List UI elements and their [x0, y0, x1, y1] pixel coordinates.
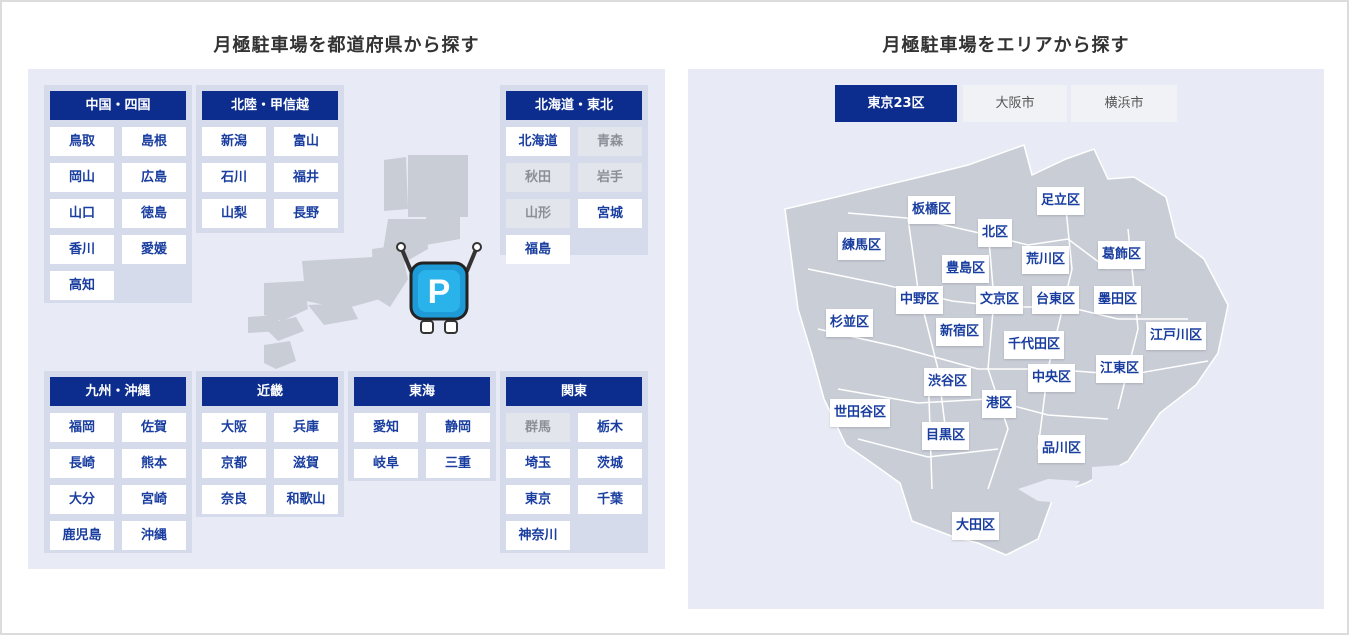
region-header[interactable]: 北海道・東北 — [506, 91, 642, 120]
prefecture-button[interactable]: 茨城 — [578, 449, 642, 478]
prefecture-button[interactable]: 宮崎 — [122, 485, 186, 514]
prefecture-button[interactable]: 兵庫 — [274, 413, 338, 442]
region-header[interactable]: 北陸・甲信越 — [202, 91, 338, 120]
prefecture-button[interactable]: 愛知 — [354, 413, 418, 442]
prefecture-button[interactable]: 徳島 — [122, 199, 186, 228]
prefecture-button[interactable]: 栃木 — [578, 413, 642, 442]
prefecture-button: 山形 — [506, 199, 570, 228]
prefecture-button[interactable]: 香川 — [50, 235, 114, 264]
ward-button[interactable]: 江東区 — [1096, 355, 1144, 383]
prefecture-button[interactable]: 三重 — [426, 449, 490, 478]
region-group: 関東群馬栃木埼玉茨城東京千葉神奈川 — [500, 371, 648, 553]
prefecture-button[interactable]: 広島 — [122, 163, 186, 192]
prefecture-button[interactable]: 島根 — [122, 127, 186, 156]
prefecture-button: 青森 — [578, 127, 642, 156]
prefecture-button[interactable]: 愛媛 — [122, 235, 186, 264]
region-group: 北海道・東北北海道青森秋田岩手山形宮城福島 — [500, 85, 648, 264]
ward-button[interactable]: 文京区 — [976, 286, 1024, 314]
ward-button[interactable]: 港区 — [982, 390, 1017, 418]
region-group: 中国・四国鳥取島根岡山広島山口徳島香川愛媛高知 — [44, 85, 192, 303]
region-header[interactable]: 中国・四国 — [50, 91, 186, 120]
area-search-title: 月極駐車場をエリアから探す — [882, 35, 1130, 56]
prefecture-button: 群馬 — [506, 413, 570, 442]
ward-button[interactable]: 新宿区 — [936, 318, 984, 346]
prefecture-button[interactable]: 神奈川 — [506, 521, 570, 550]
area-panel: 東京23区大阪市横浜市 板橋区 足立区北区 練馬区 葛飾区豊島区 荒川区中野区 文京区台東… — [688, 69, 1324, 609]
prefecture-button[interactable]: 静岡 — [426, 413, 490, 442]
ward-button[interactable]: 江戸川区 — [1146, 322, 1207, 350]
ward-button[interactable]: 板橋区 — [908, 196, 956, 224]
ward-button[interactable]: 足立区 — [1037, 187, 1085, 215]
prefecture-button[interactable]: 長野 — [274, 199, 338, 228]
prefecture-button[interactable]: 和歌山 — [274, 485, 338, 514]
region-group: 北陸・甲信越新潟富山石川福井山梨長野 — [196, 85, 344, 233]
region-header[interactable]: 近畿 — [202, 377, 338, 406]
prefecture-button[interactable]: 高知 — [50, 271, 114, 300]
tab-city[interactable]: 東京23区 — [835, 85, 957, 122]
ward-button[interactable]: 台東区 — [1032, 286, 1080, 314]
prefecture-button[interactable]: 福井 — [274, 163, 338, 192]
ward-button[interactable]: 世田谷区 — [830, 399, 891, 427]
japan-map — [248, 155, 468, 369]
prefecture-button[interactable]: 大分 — [50, 485, 114, 514]
prefecture-button[interactable]: 佐賀 — [122, 413, 186, 442]
prefecture-button[interactable]: 北海道 — [506, 127, 570, 156]
ward-button[interactable]: 杉並区 — [826, 309, 874, 337]
prefecture-button[interactable]: 京都 — [202, 449, 266, 478]
prefecture-button[interactable]: 滋賀 — [274, 449, 338, 478]
tab-city[interactable]: 大阪市 — [963, 85, 1067, 122]
prefecture-button[interactable]: 鹿児島 — [50, 521, 114, 550]
prefecture-button: 秋田 — [506, 163, 570, 192]
ward-button[interactable]: 豊島区 — [942, 255, 990, 283]
mascot-letter: P — [428, 273, 451, 311]
prefecture-panel: P 中国・四国鳥取島根岡山広島山口徳島香川愛媛高知北陸・甲信越新潟富山石川福井山… — [28, 69, 665, 569]
region-group: 九州・沖縄福岡佐賀長崎熊本大分宮崎鹿児島沖縄 — [44, 371, 192, 553]
ward-button[interactable]: 渋谷区 — [924, 368, 972, 396]
prefecture-button[interactable]: 沖縄 — [122, 521, 186, 550]
prefecture-button[interactable]: 石川 — [202, 163, 266, 192]
prefecture-button[interactable]: 富山 — [274, 127, 338, 156]
region-group: 東海愛知静岡岐阜三重 — [348, 371, 496, 481]
ward-button[interactable]: 練馬区 — [838, 232, 886, 260]
prefecture-button[interactable]: 宮城 — [578, 199, 642, 228]
ward-button[interactable]: 目黒区 — [922, 422, 970, 450]
prefecture-button[interactable]: 岡山 — [50, 163, 114, 192]
prefecture-button[interactable]: 岐阜 — [354, 449, 418, 478]
prefecture-button[interactable]: 大阪 — [202, 413, 266, 442]
prefecture-button[interactable]: 東京 — [506, 485, 570, 514]
ward-button[interactable]: 墨田区 — [1094, 286, 1142, 314]
prefecture-button[interactable]: 千葉 — [578, 485, 642, 514]
region-group: 近畿大阪兵庫京都滋賀奈良和歌山 — [196, 371, 344, 517]
prefecture-button[interactable]: 福島 — [506, 235, 570, 264]
prefecture-button: 岩手 — [578, 163, 642, 192]
prefecture-button[interactable]: 熊本 — [122, 449, 186, 478]
ward-button[interactable]: 中野区 — [896, 286, 944, 314]
prefecture-button[interactable]: 山梨 — [202, 199, 266, 228]
prefecture-button[interactable]: 山口 — [50, 199, 114, 228]
ward-button[interactable]: 葛飾区 — [1098, 241, 1146, 269]
prefecture-search-title: 月極駐車場を都道府県から探す — [213, 35, 480, 56]
ward-button[interactable]: 品川区 — [1038, 435, 1086, 463]
parking-mascot-icon: P — [396, 242, 482, 334]
prefecture-button[interactable]: 新潟 — [202, 127, 266, 156]
prefecture-button[interactable]: 奈良 — [202, 485, 266, 514]
prefecture-button[interactable]: 長崎 — [50, 449, 114, 478]
region-header[interactable]: 東海 — [354, 377, 490, 406]
ward-button[interactable]: 荒川区 — [1022, 246, 1070, 274]
tab-city[interactable]: 横浜市 — [1071, 85, 1177, 122]
ward-button[interactable]: 北区 — [978, 219, 1013, 247]
prefecture-button[interactable]: 埼玉 — [506, 449, 570, 478]
region-header[interactable]: 関東 — [506, 377, 642, 406]
prefecture-button[interactable]: 鳥取 — [50, 127, 114, 156]
prefecture-button[interactable]: 福岡 — [50, 413, 114, 442]
region-header[interactable]: 九州・沖縄 — [50, 377, 186, 406]
ward-button[interactable]: 大田区 — [952, 512, 1000, 540]
ward-button[interactable]: 中央区 — [1028, 364, 1076, 392]
ward-button[interactable]: 千代田区 — [1004, 331, 1065, 359]
